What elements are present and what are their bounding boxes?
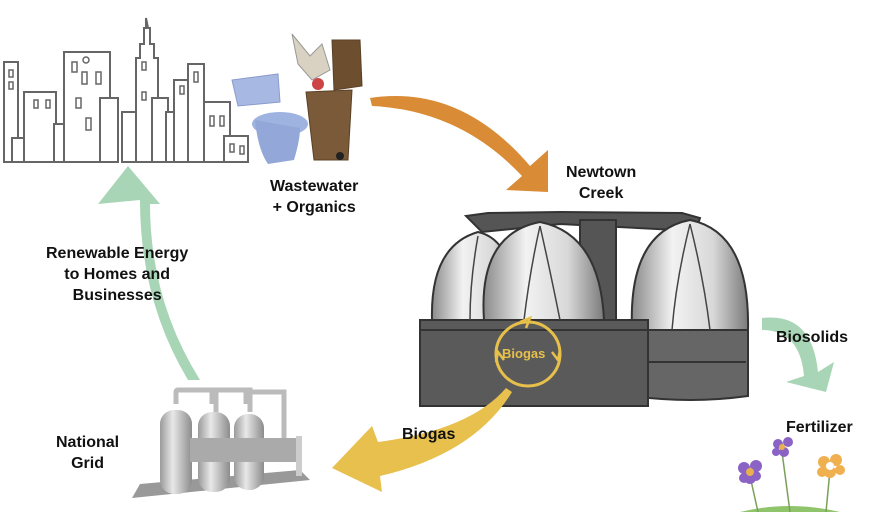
label-line: Businesses (72, 287, 162, 304)
yellow-arrow (332, 388, 512, 492)
label-line: Grid (71, 455, 104, 472)
biogas-cycle-icon (494, 315, 562, 388)
label-line: to Homes and (64, 266, 171, 283)
wastewater-organics-label: Wastewater + Organics (270, 176, 358, 218)
renewable-energy-label: Renewable Energy to Homes and Businesses (46, 243, 188, 306)
biosolids-label: Biosolids (776, 329, 849, 346)
label-line: + Organics (272, 199, 356, 216)
biogas-arrow-label: Biogas (402, 426, 456, 443)
label-line: National (56, 434, 120, 451)
toilet-icon (231, 73, 308, 164)
label-line: Renewable Energy (46, 245, 189, 262)
national-grid-label: National Grid (56, 432, 119, 474)
label-line: Creek (578, 185, 624, 202)
digester-eggs-icon (419, 210, 750, 407)
label-line: Newtown (566, 164, 637, 181)
orange-arrow (370, 95, 548, 192)
gas-processing-plant-icon (132, 387, 310, 498)
biogas-inner-label: Biogas (502, 346, 546, 361)
organics-bin-icon (291, 33, 363, 161)
label-line: Wastewater (270, 178, 359, 195)
newtown-creek-label: Newtown Creek (566, 162, 636, 204)
green-arrow-biosolids (762, 317, 834, 392)
fertilizer-label: Fertilizer (786, 419, 853, 436)
green-arrow-up (98, 166, 200, 380)
city-skyline-icon (3, 17, 249, 163)
flowers-icon (738, 437, 845, 513)
